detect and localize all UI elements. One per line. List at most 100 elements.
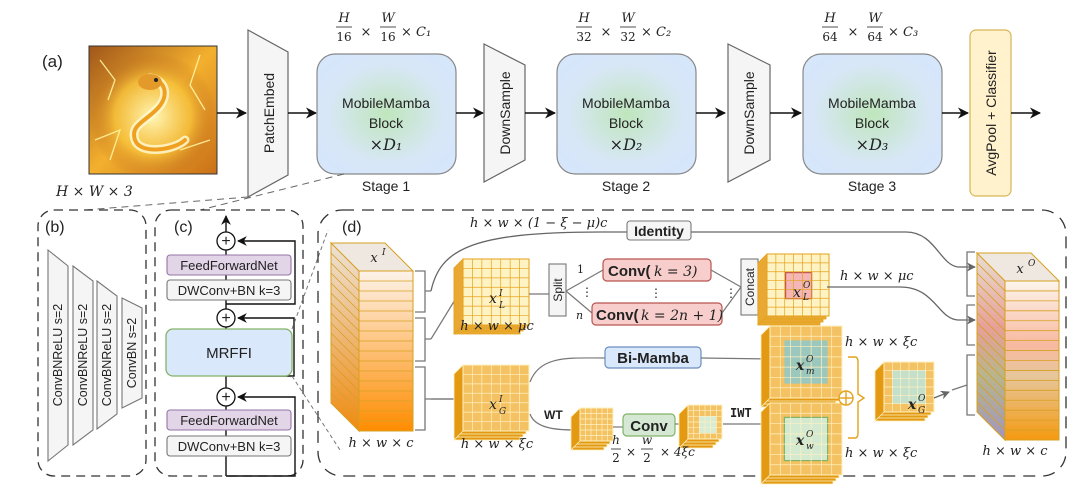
svg-text:m: m	[806, 367, 815, 377]
svg-text:MobileMamba: MobileMamba	[828, 95, 916, 111]
stage-2-block: H 32 × W 32 × C₂ MobileMamba Block ×D₂ S…	[556, 11, 697, 194]
svg-text:16: 16	[380, 30, 395, 44]
stage-2-depth: ×D₂	[610, 135, 643, 154]
panel-c-label: (c)	[174, 219, 193, 236]
stage-3-dims: × C₃	[888, 25, 918, 40]
svg-text:O: O	[806, 355, 814, 365]
input-tensor: x I	[329, 241, 415, 433]
x-global-out-cube	[874, 361, 935, 422]
svg-text:⋮: ⋮	[725, 286, 737, 300]
svg-text:ConvBN s=2: ConvBN s=2	[125, 318, 139, 389]
residual-add-1: +	[216, 387, 236, 407]
svg-text:Block: Block	[369, 115, 404, 131]
local-out-dims: h × w × μc	[840, 269, 914, 284]
svg-text:+: +	[221, 310, 230, 327]
stage-2-label: Stage 2	[602, 178, 650, 194]
conv-kn-box: Conv( k = 2n + 1)	[591, 302, 723, 326]
svg-text:ConvBNReLU s=2: ConvBNReLU s=2	[76, 304, 90, 407]
svg-text:Conv(: Conv(	[596, 307, 639, 324]
svg-text:L: L	[498, 301, 505, 311]
svg-text:Conv(: Conv(	[608, 263, 651, 280]
svg-text:2: 2	[643, 451, 651, 465]
conv-green-box: Conv	[622, 413, 676, 437]
patch-embed-block: PatchEmbed	[247, 28, 289, 199]
svg-text:+: +	[221, 389, 230, 406]
svg-text:Conv: Conv	[630, 418, 668, 435]
svg-text:DownSample: DownSample	[741, 71, 757, 154]
svg-text:⋮: ⋮	[650, 286, 662, 300]
svg-text:H: H	[337, 11, 350, 26]
stem-layer-2: ConvBNReLU s=2	[72, 264, 94, 447]
add-operator	[838, 390, 854, 406]
x-wavelet-out-cube	[760, 402, 843, 485]
svg-text:1: 1	[577, 263, 584, 276]
residual-add-3: +	[216, 231, 236, 251]
stem-layer-4: ConvBN s=2	[121, 297, 143, 409]
panel-d: (d) x I h × w × c h × w × (1 − ξ − μ)c I…	[317, 209, 1067, 485]
svg-text:n: n	[576, 309, 583, 322]
svg-text:Concat: Concat	[743, 267, 757, 306]
svg-text:⋮: ⋮	[581, 285, 593, 299]
stage-3-depth: ×D₃	[856, 135, 889, 154]
mamba-dims: h × w × ξc	[845, 335, 918, 350]
stage-3-block: H 64 × W 64 × C₃ MobileMamba Block ×D₃ S…	[802, 11, 943, 194]
svg-text:x: x	[370, 251, 378, 266]
svg-text:×: ×	[848, 25, 859, 40]
svg-text:H: H	[577, 11, 590, 26]
svg-text:Split: Split	[551, 278, 565, 302]
svg-text:I: I	[381, 248, 386, 258]
stage-1-depth: ×D₁	[370, 135, 403, 154]
svg-text:G: G	[499, 407, 506, 417]
identity-dims: h × w × (1 − ξ − μ)c	[470, 216, 608, 231]
classifier-block: AvgPool + Classifier	[969, 29, 1012, 197]
stage-1-block: H 16 × W 16 × C₁ MobileMamba Block ×D₁ S…	[316, 11, 457, 194]
svg-text:Block: Block	[609, 115, 644, 131]
svg-text:O: O	[918, 394, 926, 404]
output-dims: h × w × c	[982, 444, 1048, 459]
svg-text:Block: Block	[855, 115, 890, 131]
svg-text:O: O	[1028, 259, 1036, 269]
input-dims: h × w × c	[348, 436, 414, 451]
input-image	[88, 45, 218, 175]
panel-a-label: (a)	[42, 52, 63, 71]
svg-text:64: 64	[867, 30, 883, 44]
svg-text:DWConv+BN k=3: DWConv+BN k=3	[178, 283, 281, 298]
svg-text:×: ×	[361, 25, 372, 40]
local-dims: h × w × μc	[460, 319, 534, 334]
svg-text:x: x	[795, 358, 805, 374]
mrffi-block: MRFFI	[165, 328, 293, 377]
panel-b-label: (b)	[45, 219, 65, 236]
svg-text:W: W	[381, 11, 396, 26]
downsample-1-block: DownSample	[483, 43, 526, 184]
svg-text:×: ×	[626, 445, 636, 459]
wt-label: WT	[544, 408, 563, 422]
stage-3-label: Stage 3	[848, 178, 896, 194]
global-dims: h × w × ξc	[461, 437, 534, 452]
downsample-2-block: DownSample	[727, 43, 771, 183]
half-dims: × 4ξc	[660, 445, 695, 459]
wavelet-dims: h × w × ξc	[845, 446, 918, 461]
x-local-out-cube	[757, 253, 830, 326]
stage-2-dims: × C₂	[641, 25, 671, 40]
iwt-label: IWT	[730, 406, 752, 420]
stage-1-dims: × C₁	[401, 25, 431, 40]
iwt-small-cube	[678, 404, 723, 449]
bi-mamba-box: Bi-Mamba	[604, 346, 702, 369]
svg-text:DWConv+BN k=3: DWConv+BN k=3	[178, 439, 281, 454]
svg-text:2: 2	[612, 451, 620, 465]
dwconv-top: DWConv+BN k=3	[166, 279, 292, 301]
svg-text:32: 32	[620, 30, 635, 44]
x-local-in-cube	[453, 258, 530, 335]
svg-text:h: h	[612, 433, 620, 447]
svg-text:MobileMamba: MobileMamba	[342, 95, 430, 111]
svg-text:O: O	[806, 430, 814, 440]
svg-text:L: L	[802, 293, 809, 303]
svg-text:H: H	[823, 11, 836, 26]
snake-head	[138, 74, 162, 90]
output-tensor: x O	[975, 251, 1061, 442]
svg-text:x: x	[489, 397, 497, 413]
svg-text:x: x	[793, 285, 801, 301]
patch-embed-label: PatchEmbed	[261, 73, 277, 153]
svg-text:16: 16	[336, 30, 351, 44]
